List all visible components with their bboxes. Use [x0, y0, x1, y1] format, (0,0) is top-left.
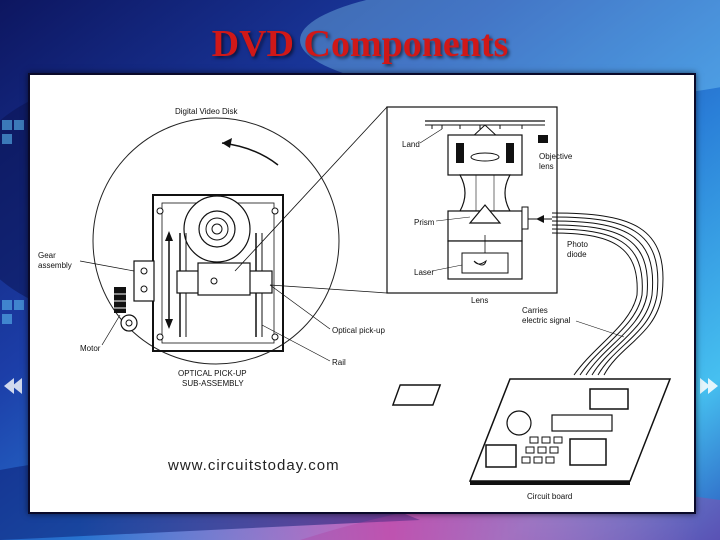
optical-pickup-label: Optical pick-up [332, 326, 385, 335]
circuit-board-label: Circuit board [527, 492, 572, 501]
rotation-arrow [221, 142, 279, 166]
source-url: www.circuitstoday.com [167, 457, 340, 474]
carries-signal-line2: electric signal [522, 316, 571, 325]
disk-outline [92, 117, 340, 365]
photodiode-line1: Photo [567, 240, 588, 249]
motor [114, 287, 126, 313]
photodiode-line2: diode [567, 250, 587, 259]
prism-label: Prism [414, 218, 435, 227]
disk-label: Digital Video Disk [175, 107, 239, 116]
gear-assembly [133, 260, 155, 302]
objective-lens-line1: Objective [539, 152, 573, 161]
motor-label: Motor [80, 344, 101, 353]
lens-label: Lens [471, 296, 488, 305]
pickup-subassembly-line2: SUB-ASSEMBLY [182, 379, 244, 388]
circuit-board [391, 378, 672, 485]
laser-label: Laser [414, 268, 434, 277]
mount-screws [156, 207, 279, 341]
diagram-panel: Digital Video Disk Gear assembly Motor O… [28, 73, 696, 514]
ribbon-cable [551, 212, 664, 376]
rail-label: Rail [332, 358, 346, 367]
carries-signal-line1: Carries [522, 306, 548, 315]
gear-label-line1: Gear [38, 251, 56, 260]
slide-title: DVD Components [211, 23, 509, 65]
land-label: Land [402, 140, 420, 149]
objective-lens-line2: lens [539, 162, 554, 171]
gear-label-line2: assembly [38, 261, 72, 270]
pickup-subassembly-line1: OPTICAL PICK-UP [178, 369, 247, 378]
dvd-diagram: Digital Video Disk Gear assembly Motor O… [38, 106, 672, 501]
